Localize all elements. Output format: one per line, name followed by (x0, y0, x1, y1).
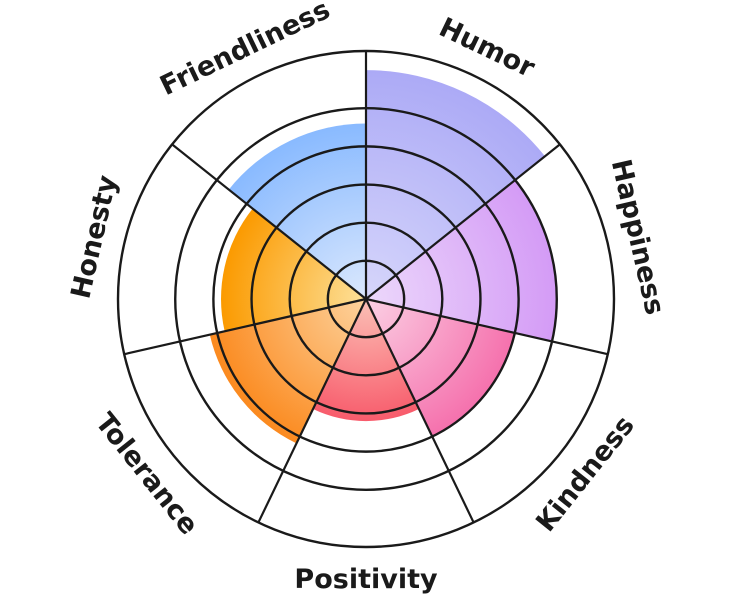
grid-spoke-7 (171, 143, 367, 300)
grid-spoke-5 (257, 298, 367, 523)
label-positivity: Positivity (294, 564, 438, 595)
sector-friendliness (228, 123, 366, 300)
grid-group (116, 49, 616, 549)
label-kindness: Kindness (530, 410, 641, 538)
sector-tolerance (209, 299, 366, 444)
label-tolerance: Tolerance (89, 407, 204, 541)
label-humor: Humor (434, 12, 540, 84)
sector-happiness (366, 180, 557, 342)
grid-spoke-2 (365, 143, 561, 300)
sector-group (209, 70, 557, 444)
sector-honesty (221, 208, 366, 332)
grid-spoke-6 (123, 297, 367, 356)
sector-humor (366, 70, 545, 299)
grid-spoke-4 (365, 298, 475, 523)
sector-positivity (313, 299, 419, 422)
label-friendliness: Friendliness (155, 0, 335, 102)
label-honesty: Honesty (65, 172, 123, 301)
grid-spoke-3 (365, 297, 609, 356)
